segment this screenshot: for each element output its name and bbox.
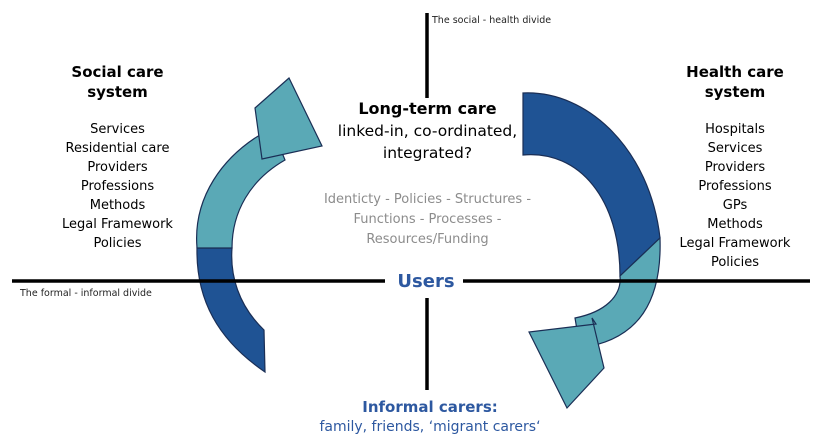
social-care-item: Professions [80,179,155,194]
left-arrow-dark-segment [196,247,266,374]
social-care-column: Social care system Services Residential … [40,62,195,253]
long-term-care-subtitle-line1: linked-in, co-ordinated, [337,122,518,140]
health-care-item: Professions [698,179,772,194]
formal-informal-divide-label: The formal - informal divide [20,288,152,299]
informal-carers-title: Informal carers: [362,398,498,416]
social-care-item: Providers [87,160,148,175]
health-care-item: Legal Framework [679,236,791,251]
informal-carers-block: Informal carers: family, friends, ‘migra… [270,397,590,437]
left-arrow-head [254,77,323,160]
center-block: Long-term care linked-in, co-ordinated, … [300,98,555,164]
right-arrow-head [528,317,605,410]
health-care-item: Policies [710,255,760,270]
social-care-item: Legal Framework [62,217,173,232]
health-care-item: Methods [707,217,763,232]
health-care-item: Providers [704,160,766,175]
social-health-divide-label: The social - health divide [432,15,552,26]
health-care-column: Health care system Hospitals Services Pr… [660,62,810,272]
dimensions-line3: Resources/Funding [366,232,489,247]
social-care-item: Methods [89,198,146,213]
health-care-title-line1: Health care [686,63,784,81]
health-care-item: Services [707,141,763,156]
dimensions-line2: Functions - Processes - [353,212,502,227]
health-care-item: GPs [722,198,748,213]
dimensions-line1: Identicty - Policies - Structures - [323,192,532,207]
health-care-item: Hospitals [705,122,765,137]
social-care-item: Services [90,122,145,137]
social-care-title-line1: Social care [71,63,164,81]
long-term-care-subtitle-line2: integrated? [382,144,473,162]
social-care-item: Residential care [65,141,170,156]
long-term-care-title: Long-term care [358,99,497,118]
health-care-title-line2: system [704,83,766,101]
dimensions-block: Identicty - Policies - Structures - Func… [300,190,555,250]
informal-carers-subtitle: family, friends, ‘migrant carers‘ [319,419,541,435]
users-label: Users [397,271,455,292]
social-care-title-line2: system [87,83,148,101]
social-care-item: Policies [93,236,142,251]
